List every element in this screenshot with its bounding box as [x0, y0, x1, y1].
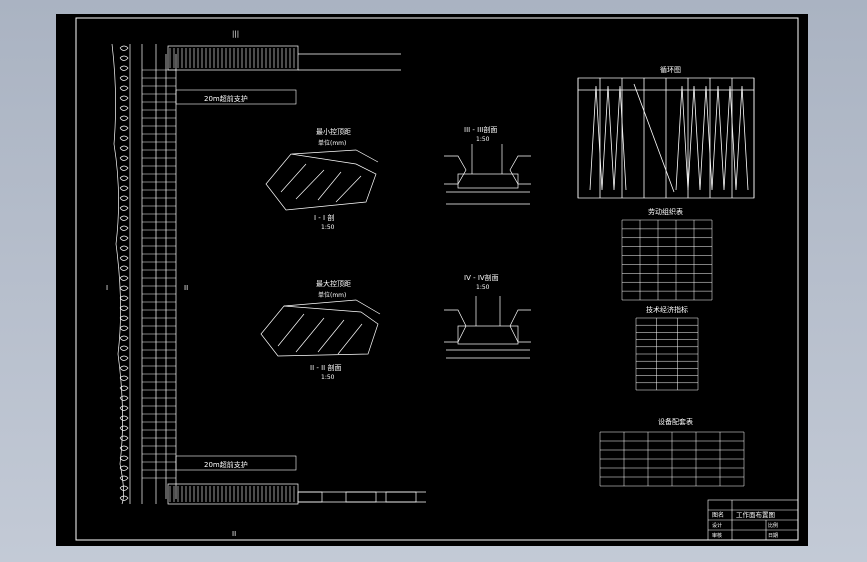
table3-title: 设备配套表: [658, 417, 693, 426]
support-bottom-label: 20m超前支护: [204, 460, 248, 469]
section-4-view: [444, 296, 531, 359]
section-marker-top: |||: [232, 30, 239, 38]
support-top-box: [175, 89, 297, 105]
support-top-label: 20m超前支护: [204, 94, 248, 103]
drawing-line: [633, 83, 675, 193]
section-3-view: [444, 144, 531, 205]
drawing-sheet: 20m超前支护 20m超前支护 ||| II I II 最小控顶距 单位(mm)…: [56, 14, 808, 546]
detail2-scale: 1:50: [321, 374, 335, 381]
cycle-chart-title: 循环图: [660, 65, 681, 74]
tech-table: [635, 317, 699, 391]
detail-min-control: [265, 149, 379, 211]
detail2-unit: 单位(mm): [318, 291, 346, 299]
equipment-table: [599, 431, 745, 487]
detail2-section: II - II 剖面: [310, 363, 341, 372]
coal-wall: [111, 43, 131, 505]
face-support-ticks: [142, 69, 176, 479]
drawing-frame: [75, 17, 799, 541]
table1-title: 劳动组织表: [648, 207, 683, 216]
title-block: [707, 499, 799, 541]
cycle-chart-lines: [577, 78, 755, 198]
detail1-unit: 单位(mm): [318, 139, 346, 147]
drawing-canvas: 20m超前支护 20m超前支护 ||| II I II 最小控顶距 单位(mm)…: [75, 17, 799, 541]
drawing-name: 工作面布置图: [736, 510, 775, 519]
title-label-b: 设计: [712, 522, 722, 529]
section3-title: III - III剖面: [464, 125, 497, 134]
title-label-c: 审核: [712, 532, 722, 539]
side-marker-left: I: [106, 284, 108, 292]
cycle-zigzag: [589, 85, 627, 191]
cycle-zigzag: [675, 85, 749, 191]
detail1-section: I - I 剖: [314, 213, 334, 222]
section3-scale: 1:50: [476, 136, 490, 143]
detail1-scale: 1:50: [321, 224, 335, 231]
roadway: [141, 44, 426, 505]
labor-table: [621, 219, 713, 301]
detail-max-control: [260, 299, 381, 357]
title-label-a: 图名: [712, 511, 724, 519]
title-label-d: 比例: [768, 522, 778, 529]
table2-title: 技术经济指标: [646, 305, 688, 314]
side-marker-right: II: [184, 284, 188, 292]
top-hatching: [169, 48, 295, 68]
detail1-title: 最小控顶距: [316, 127, 351, 136]
title-label-e: 日期: [768, 533, 778, 539]
section4-scale: 1:50: [476, 284, 490, 291]
support-bottom-box: [175, 455, 297, 471]
section-marker-bottom: II: [232, 530, 236, 538]
detail2-title: 最大控顶距: [316, 279, 351, 288]
section4-title: IV - IV剖面: [464, 273, 499, 282]
bottom-hatching: [169, 486, 295, 502]
